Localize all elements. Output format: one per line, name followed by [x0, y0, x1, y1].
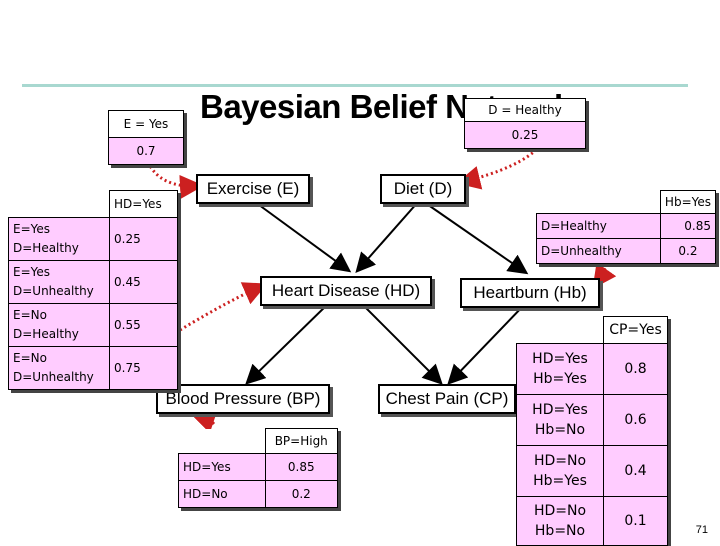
- connector-hd: [179, 282, 268, 332]
- cpt-exercise-header: E = Yes: [108, 110, 184, 138]
- cpt-hd-header: HD=Yes: [109, 190, 178, 218]
- cpt-cp-cond2: Hb=Yes: [533, 371, 587, 387]
- edge-hd-bp: [245, 301, 331, 385]
- connector-e: [146, 161, 204, 199]
- cpt-cp-cond2: Hb=Yes: [533, 473, 587, 489]
- cpt-bp-cond: HD=Yes: [178, 453, 266, 481]
- cpt-bp-cond: HD=No: [178, 480, 266, 508]
- cpt-hb-cond: D=Healthy: [536, 213, 661, 239]
- connector-d: [456, 144, 542, 190]
- cpt-hd-value: 0.25: [109, 217, 178, 261]
- cpt-bp-value: 0.85: [264, 453, 338, 481]
- cpt-cp-value: 0.4: [603, 445, 668, 497]
- cpt-hd-cond2: D=Healthy: [13, 327, 79, 341]
- node-blood-pressure[interactable]: Blood Pressure (BP): [156, 384, 330, 414]
- cpt-hd-value: 0.55: [109, 303, 178, 347]
- cpt-hb-header: Hb=Yes: [659, 190, 717, 214]
- cpt-hd-cond1: E=Yes: [13, 265, 51, 279]
- cpt-hb-cond: D=Unhealthy: [536, 238, 661, 264]
- cpt-hd-cond2: D=Unhealthy: [13, 370, 94, 384]
- connector-bp: [192, 407, 219, 434]
- page-number: 71: [695, 524, 708, 536]
- edge-hb-cp: [447, 303, 526, 385]
- node-heart-disease[interactable]: Heart Disease (HD): [260, 276, 432, 306]
- cpt-cp-cond1: HD=Yes: [532, 402, 588, 418]
- cpt-cp-value: 0.8: [603, 343, 668, 395]
- cpt-cp-cond1: HD=No: [533, 503, 587, 519]
- title-rule: [22, 84, 688, 87]
- cpt-hd-cond1: E=No: [13, 308, 47, 322]
- edge-diet-hb: [423, 201, 529, 275]
- cpt-blood-pressure: BP=High HD=Yes 0.85 HD=No 0.2: [178, 428, 338, 508]
- cpt-diet-header: D = Healthy: [464, 98, 586, 122]
- cpt-diet: D = Healthy 0.25: [464, 98, 586, 149]
- cpt-exercise-value: 0.7: [108, 137, 184, 165]
- cpt-cp-header: CP=Yes: [603, 316, 668, 344]
- cpt-bp-value: 0.2: [264, 480, 338, 508]
- cpt-cp-value: 0.6: [603, 394, 668, 446]
- cpt-hb-value: 0.2: [659, 238, 717, 264]
- cpt-exercise: E = Yes 0.7: [108, 110, 184, 165]
- connector-hb: [592, 209, 617, 289]
- edge-diet-hd: [355, 201, 419, 273]
- cpt-hd-value: 0.45: [109, 260, 178, 304]
- cpt-bp-row: HD=Yes 0.85: [178, 453, 338, 481]
- cpt-hb-row: D=Healthy 0.85: [536, 213, 717, 239]
- cpt-bp-row: HD=No 0.2: [178, 480, 338, 508]
- cpt-cp-cond2: Hb=No: [534, 422, 586, 438]
- cpt-cp-cond1: HD=Yes: [532, 351, 588, 367]
- node-heartburn[interactable]: Heartburn (Hb): [460, 278, 600, 308]
- cpt-heartburn: Hb=Yes D=Healthy 0.85 D=Unhealthy 0.2: [536, 190, 717, 264]
- cpt-hd-cond2: D=Unhealthy: [13, 284, 94, 298]
- cpt-cp-value: 0.1: [603, 496, 668, 546]
- cpt-hd-value: 0.75: [109, 346, 178, 390]
- edge-hd-cp: [359, 301, 443, 385]
- node-diet[interactable]: Diet (D): [380, 174, 466, 204]
- edge-exercise-hd: [254, 201, 352, 273]
- cpt-bp-header: BP=High: [264, 428, 338, 454]
- cpt-hd-cond2: D=Healthy: [13, 241, 79, 255]
- cpt-hd-cond1: E=Yes: [13, 222, 51, 236]
- cpt-hd-cond1: E=No: [13, 351, 47, 365]
- node-exercise[interactable]: Exercise (E): [196, 174, 310, 204]
- cpt-diet-value: 0.25: [464, 121, 586, 149]
- cpt-hb-row: D=Unhealthy 0.2: [536, 238, 717, 264]
- node-chest-pain[interactable]: Chest Pain (CP): [378, 384, 516, 414]
- cpt-hb-value: 0.85: [659, 213, 717, 239]
- cpt-cp-cond2: Hb=No: [534, 523, 586, 539]
- cpt-cp-cond1: HD=No: [533, 453, 587, 469]
